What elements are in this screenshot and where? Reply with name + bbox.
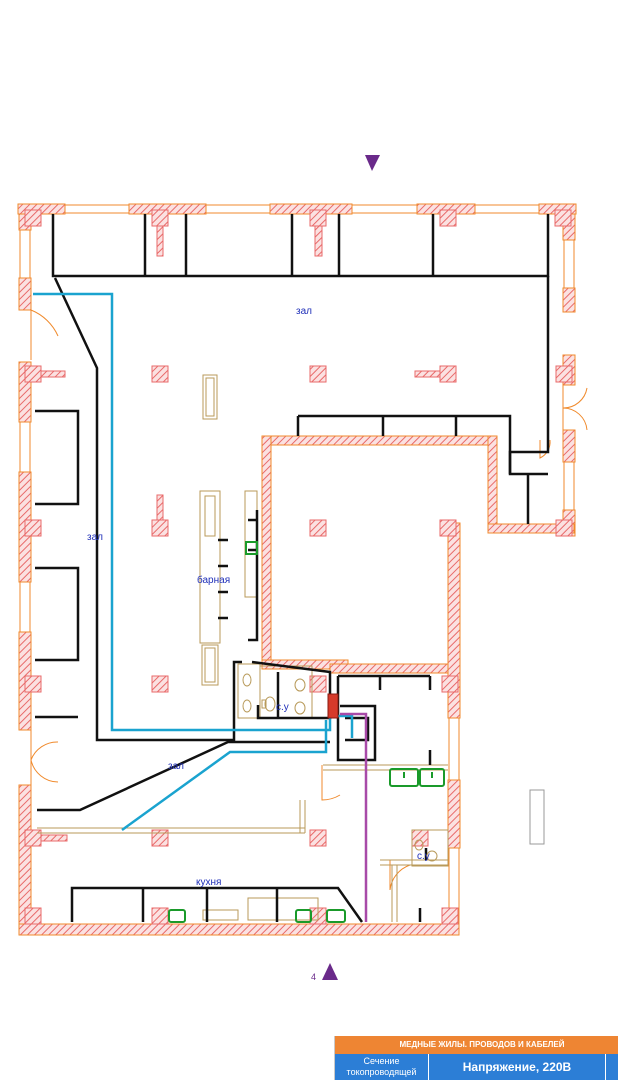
wire-spec-column-section: Сечение токопроводящей — [335, 1054, 429, 1080]
columns — [24, 209, 573, 925]
cable-blue-bottom — [121, 720, 328, 832]
cable-purple — [340, 712, 368, 922]
room-label-bar: барная — [197, 574, 230, 586]
room-label-kitchen: кухня — [196, 877, 221, 888]
doors — [30, 309, 588, 891]
section-marker-number: 4 — [311, 972, 316, 982]
wire-spec-table: МЕДНЫЕ ЖИЛЫ. ПРОВОДОВ И КАБЕЛЕЙ Сечение … — [334, 1036, 618, 1080]
room-label-hall-left: зал — [87, 532, 103, 543]
room-label-hall-top: зал — [296, 306, 312, 317]
cable-blue-main — [33, 292, 354, 738]
section-marker-top — [365, 155, 380, 171]
sink-fixtures — [168, 541, 445, 923]
sanitary-fixtures — [242, 673, 438, 862]
cable-routes — [33, 292, 368, 922]
wire-spec-column-voltage: Напряжение, 220В — [429, 1054, 606, 1080]
wire-spec-table-header-row: Сечение токопроводящей Напряжение, 220В — [335, 1054, 618, 1080]
wire-spec-column-extra — [606, 1054, 618, 1080]
section-marker-bottom — [322, 963, 338, 980]
room-label-hall-bottom: зал — [168, 761, 184, 772]
electrical-panel — [327, 693, 339, 719]
room-label-wc-lower: с.у — [417, 851, 430, 862]
room-label-wc-upper: с.у — [276, 702, 289, 713]
wire-spec-table-title: МЕДНЫЕ ЖИЛЫ. ПРОВОДОВ И КАБЕЛЕЙ — [335, 1036, 618, 1054]
